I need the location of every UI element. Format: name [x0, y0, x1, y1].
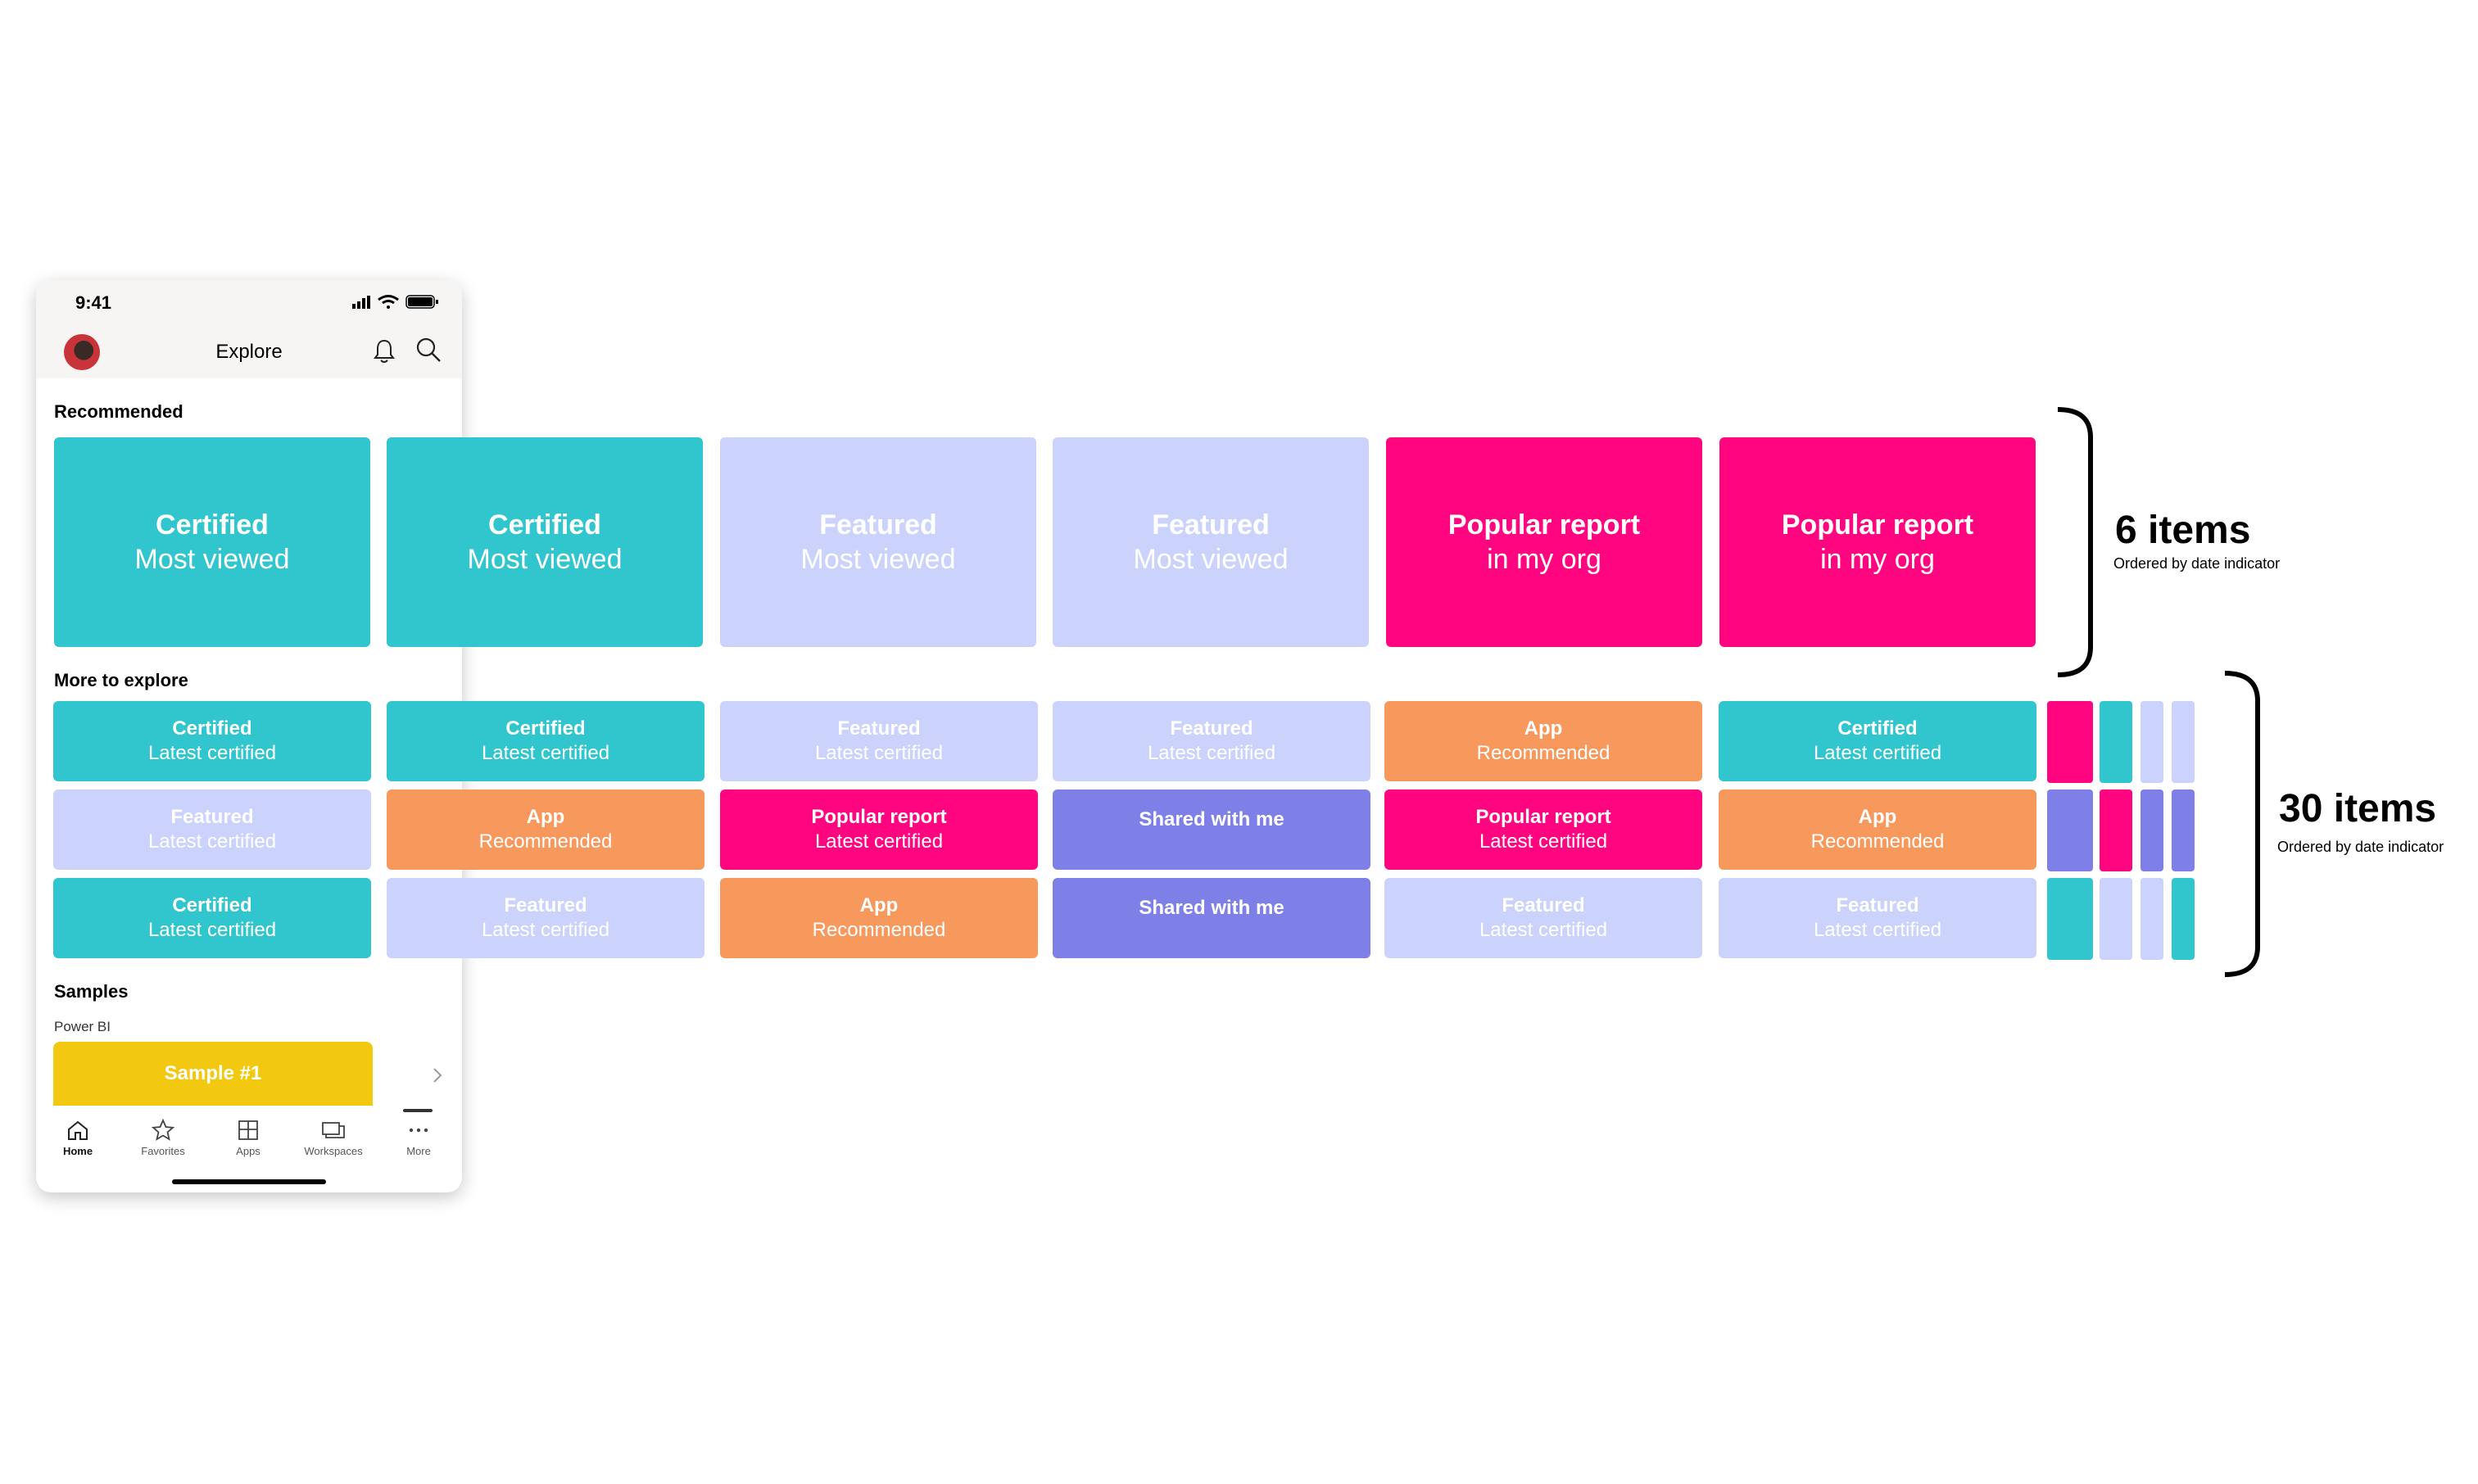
explore-tile[interactable]: App Recommended — [1384, 701, 1702, 781]
wifi-icon — [378, 295, 399, 309]
explore-tile[interactable]: Featured Latest certified — [720, 701, 1038, 781]
overflow-tile — [2047, 701, 2093, 783]
overflow-tile — [2047, 790, 2093, 871]
bell-icon[interactable] — [372, 337, 396, 365]
recommended-tile[interactable]: Popular report in my org — [1386, 437, 1702, 647]
bracket-recommended — [2057, 407, 2093, 677]
overflow-tile — [2172, 701, 2195, 783]
overflow-tile — [2100, 878, 2132, 960]
explore-tile[interactable]: Popular report Latest certified — [1384, 790, 1702, 870]
home-icon — [68, 1120, 88, 1140]
nav-item-favorites[interactable]: Favorites — [126, 1119, 200, 1170]
recommended-tile[interactable]: Featured Most viewed — [1053, 437, 1369, 647]
overflow-tile — [2141, 790, 2163, 871]
overflow-tile — [2141, 701, 2163, 783]
explore-tile[interactable]: Certified Latest certified — [1719, 701, 2036, 781]
recommended-count: 6 items — [2115, 509, 2251, 552]
nav-item-apps[interactable]: Apps — [211, 1119, 285, 1170]
explore-tile[interactable]: Popular report Latest certified — [720, 790, 1038, 870]
avatar[interactable] — [64, 334, 100, 370]
chevron-right-icon[interactable] — [432, 1066, 443, 1084]
recommended-tile[interactable]: Popular report in my org — [1719, 437, 2036, 647]
explore-tile[interactable]: Certified Latest certified — [53, 701, 371, 781]
overflow-tile — [2100, 790, 2132, 871]
star-icon — [151, 1119, 175, 1141]
explore-tile[interactable]: Featured Latest certified — [1384, 878, 1702, 958]
more-icon — [409, 1128, 428, 1133]
nav-item-workspaces[interactable]: Workspaces — [297, 1119, 370, 1170]
overflow-tile — [2100, 701, 2132, 783]
explore-tile[interactable]: Shared with me — [1053, 878, 1370, 958]
explore-tile[interactable]: App Recommended — [1719, 790, 2036, 870]
explore-tile[interactable]: App Recommended — [720, 878, 1038, 958]
nav-item-more[interactable]: More — [382, 1119, 455, 1170]
workspaces-icon — [322, 1122, 345, 1138]
explore-tile[interactable]: Featured Latest certified — [387, 878, 704, 958]
recommended-tile[interactable]: Certified Most viewed — [387, 437, 703, 647]
search-icon[interactable] — [415, 336, 442, 364]
explore-tile[interactable]: Featured Latest certified — [1053, 701, 1370, 781]
overflow-tile — [2172, 790, 2195, 871]
explore-tile[interactable]: App Recommended — [387, 790, 704, 870]
overflow-tile — [2141, 878, 2163, 960]
explore-tile[interactable]: Featured Latest certified — [53, 790, 371, 870]
bracket-more — [2224, 671, 2260, 977]
more-note: Ordered by date indicator — [2277, 839, 2444, 855]
more-to-explore-heading: More to explore — [54, 670, 188, 690]
explore-tile[interactable]: Certified Latest certified — [53, 878, 371, 958]
page-title: Explore — [215, 341, 283, 363]
recommended-heading: Recommended — [54, 401, 183, 422]
explore-tile[interactable]: Certified Latest certified — [387, 701, 704, 781]
explore-tile[interactable]: Shared with me — [1053, 790, 1370, 870]
recommended-note: Ordered by date indicator — [2113, 555, 2281, 572]
samples-heading: Samples — [54, 981, 129, 1002]
nav-item-home[interactable]: Home — [41, 1119, 115, 1170]
recommended-tile[interactable]: Featured Most viewed — [720, 437, 1036, 647]
samples-source: Power BI — [54, 1019, 111, 1034]
status-icons — [352, 295, 438, 309]
overflow-tile — [2172, 878, 2195, 960]
apps-icon — [238, 1120, 258, 1140]
signal-icon — [352, 296, 370, 309]
status-time: 9:41 — [75, 292, 112, 313]
more-count: 30 items — [2279, 787, 2437, 830]
recommended-tile[interactable]: Certified Most viewed — [54, 437, 370, 647]
explore-tile[interactable]: Featured Latest certified — [1719, 878, 2036, 958]
home-indicator-bar — [172, 1179, 326, 1184]
nav-active-indicator — [403, 1109, 433, 1112]
sample-tile[interactable]: Sample #1 — [53, 1042, 373, 1106]
battery-icon — [405, 295, 438, 309]
overflow-tile — [2047, 878, 2093, 960]
